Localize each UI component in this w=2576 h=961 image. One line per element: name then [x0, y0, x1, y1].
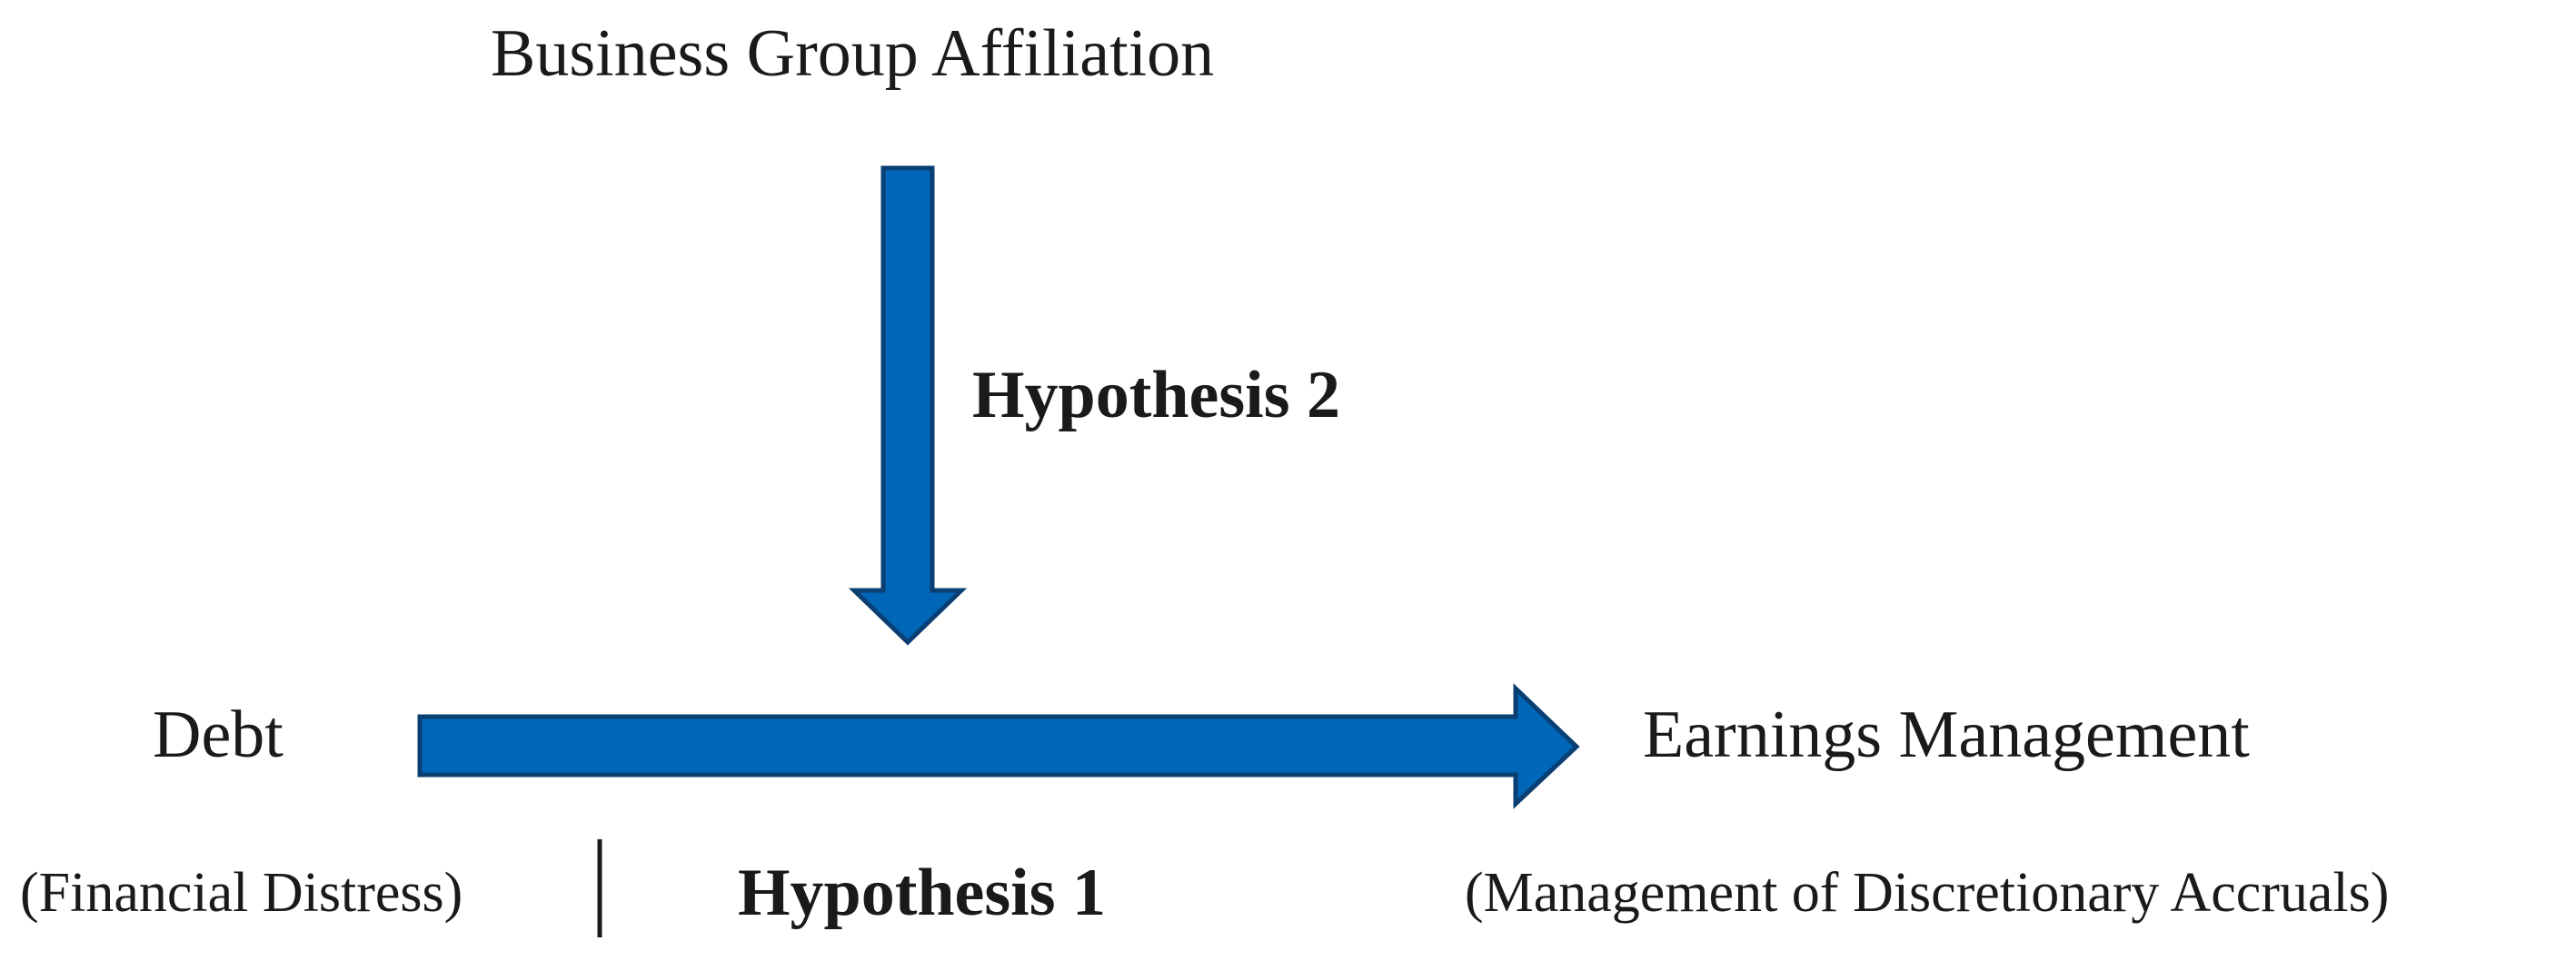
- independent-variable-sublabel: (Financial Distress): [20, 862, 463, 924]
- main-effect-arrow: [417, 683, 1580, 809]
- hypothesis-1-label: Hypothesis 1: [738, 856, 1107, 930]
- independent-variable-label: Debt: [153, 698, 283, 772]
- moderator-label: Business Group Affiliation: [491, 16, 1215, 91]
- hypothesis-2-label: Hypothesis 2: [972, 358, 1341, 432]
- dependent-variable-label: Earnings Management: [1643, 698, 2250, 772]
- dependent-variable-sublabel: (Management of Discretionary Accruals): [1465, 862, 2390, 924]
- moderation-arrow: [848, 165, 968, 646]
